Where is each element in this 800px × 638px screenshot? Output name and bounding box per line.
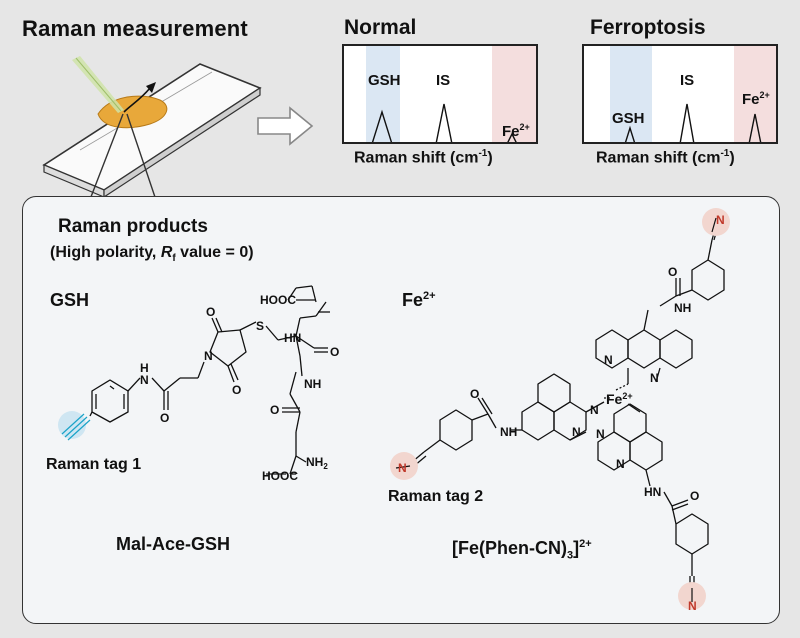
atom-o: O	[270, 403, 279, 417]
atom-n: N	[650, 371, 659, 385]
panel-title: Raman products	[58, 216, 208, 237]
atom-o: O	[330, 345, 339, 359]
slide-illustration	[42, 56, 314, 200]
gsh-heading: GSH	[50, 290, 90, 310]
ferroptosis-axis-label: Raman shift (cm-1)	[596, 148, 735, 167]
fe-band	[734, 46, 776, 142]
fe-peak	[507, 132, 517, 142]
atom-n: N	[596, 427, 605, 441]
atom-nh: NH	[500, 425, 517, 439]
raman-products-panel	[22, 196, 780, 624]
normal-spectrum-title: Normal	[344, 16, 417, 39]
atom-o: O	[206, 305, 215, 319]
atom-n: N	[140, 373, 149, 387]
is-peak	[679, 103, 695, 142]
mal-ace-gsh-name: Mal-Ace-GSH	[116, 534, 231, 554]
raman-tag-2-label: Raman tag 2	[388, 488, 484, 505]
atom-n: N	[590, 403, 599, 417]
atom-o: O	[160, 411, 169, 425]
ferroptosis-peaks	[624, 103, 762, 142]
ferroptosis-spectrum: GSH IS Fe2+	[582, 44, 778, 144]
raman-measurement-title: Raman measurement	[22, 16, 248, 41]
normal-peaks	[371, 103, 517, 142]
fe-peak	[748, 113, 762, 142]
atom-n: N	[716, 213, 725, 227]
atom-n: N	[688, 599, 697, 613]
gsh-peak-label: GSH	[612, 110, 645, 127]
atom-n: N	[604, 353, 613, 367]
gsh-peak-label: GSH	[368, 72, 401, 89]
atom-o: O	[232, 383, 241, 397]
atom-s: S	[256, 319, 264, 333]
is-peak	[435, 103, 453, 142]
atom-hooc: HOOC	[260, 293, 296, 307]
atom-fe: Fe2+	[606, 391, 633, 407]
gsh-band	[610, 46, 652, 142]
fe-peak-label: Fe2+	[502, 122, 530, 140]
gsh-band	[366, 46, 400, 142]
normal-axis-label: Raman shift (cm-1)	[354, 148, 493, 167]
atom-hn: HN	[284, 331, 301, 345]
atom-nh2: NH2	[306, 455, 328, 471]
atom-o: O	[470, 387, 479, 401]
gsh-peak	[371, 109, 393, 142]
atom-o: O	[690, 489, 699, 503]
is-peak-label: IS	[680, 72, 695, 89]
fe-peak-label: Fe2+	[742, 90, 770, 108]
atom-n: N	[572, 425, 581, 439]
atom-nh: NH	[674, 301, 691, 315]
atom-hn: HN	[644, 485, 661, 499]
gsh-peak	[624, 125, 636, 142]
succinimide-ring	[209, 329, 247, 367]
atom-o: O	[668, 265, 677, 279]
atom-n: N	[398, 461, 407, 475]
atom-n: N	[204, 349, 213, 363]
ferroptosis-spectrum-title: Ferroptosis	[590, 16, 706, 39]
atom-hooc: HOOC	[262, 469, 298, 483]
panel-subtitle: (High polarity, Rf value = 0)	[50, 244, 254, 265]
complex-name: [Fe(Phen-CN)3]2+	[452, 538, 592, 562]
is-peak-label: IS	[436, 72, 451, 89]
atom-nh: NH	[304, 377, 321, 391]
fe-heading: Fe2+	[402, 290, 436, 310]
nitrile-highlight-left	[390, 452, 418, 480]
raman-tag-1-label: Raman tag 1	[46, 456, 142, 473]
nitrile-highlight-top	[702, 208, 730, 236]
fe-band	[492, 46, 536, 142]
normal-spectrum: GSH IS Fe2+	[342, 44, 538, 144]
atom-h: H	[140, 361, 149, 375]
atom-n: N	[616, 457, 625, 471]
